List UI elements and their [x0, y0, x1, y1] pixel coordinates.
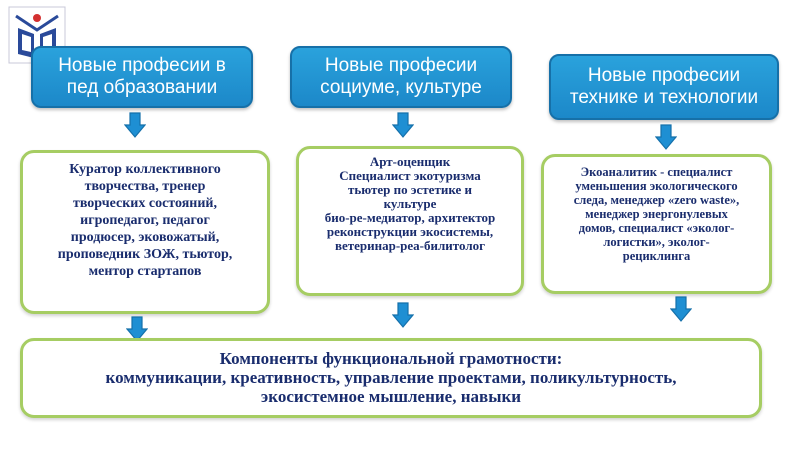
content-line: домов, специалист «эколог-	[578, 221, 735, 235]
content-line: игропедагог, педагог	[80, 213, 210, 228]
content-line: реконструкции экосистемы,	[326, 224, 494, 239]
content-box-technology-professions: Экоаналитик - специалист уменьшения экол…	[541, 154, 772, 294]
header-text: Новые професии	[587, 65, 741, 87]
content-line: продюсер, эковожатый,	[70, 230, 220, 245]
header-text: Новые професии	[324, 55, 478, 77]
arrow-down-icon	[392, 112, 414, 138]
content-line: Специалист экотуризма	[339, 168, 481, 183]
content-line: Экоаналитик - специалист	[580, 165, 733, 179]
content-line: Арт-оценщик	[369, 154, 451, 169]
content-line: био-ре-медиатор, архитектор	[324, 210, 496, 225]
content-line: творческих состояний,	[72, 196, 218, 211]
arrow-down-icon	[392, 302, 414, 328]
content-line: культуре	[383, 196, 437, 211]
arrow-down-icon	[124, 112, 146, 138]
arrow-down-icon	[655, 124, 677, 150]
arrow-down-icon	[670, 296, 692, 322]
content-line: логистки», эколог-	[603, 235, 710, 249]
content-line: ветеринар-реа-билитолог	[334, 238, 486, 253]
content-box-culture-professions: Арт-оценщик Специалист экотуризма тьютер…	[296, 146, 524, 296]
content-line: творчества, тренер	[84, 179, 206, 194]
header-box-technology: Новые професии технике и технологии	[549, 54, 779, 120]
content-line: менеджер энергонулевых	[585, 207, 728, 221]
header-text: технике и технологии	[569, 87, 759, 108]
header-text: Новые професии в	[58, 55, 226, 77]
bottom-title: Компоненты функциональной грамотности:	[219, 349, 563, 368]
content-line: уменьшения экологического	[575, 179, 738, 193]
content-box-education-professions: Куратор коллективного творчества, тренер…	[20, 150, 270, 314]
bottom-line: коммуникации, креативность, управление п…	[105, 368, 677, 387]
content-line: проповедник ЗОЖ, тьютор,	[57, 247, 233, 262]
content-line: Куратор коллективного	[69, 162, 221, 177]
content-line: рециклинга	[622, 249, 691, 263]
bottom-box-functional-literacy: Компоненты функциональной грамотности: к…	[20, 338, 762, 418]
content-line: следа, менеджер «zero waste»,	[573, 193, 740, 207]
content-line: тьютер по эстетике и	[348, 182, 472, 197]
content-line: ментор стартапов	[88, 264, 202, 279]
arrow-down-icon	[126, 316, 148, 342]
header-text: пед образовании	[66, 77, 218, 98]
header-text: социуме, культуре	[320, 77, 482, 98]
header-box-education: Новые професии в пед образовании	[31, 46, 253, 108]
bottom-line: экосистемное мышление, навыки	[260, 387, 522, 406]
header-box-society-culture: Новые професии социуме, культуре	[290, 46, 512, 108]
